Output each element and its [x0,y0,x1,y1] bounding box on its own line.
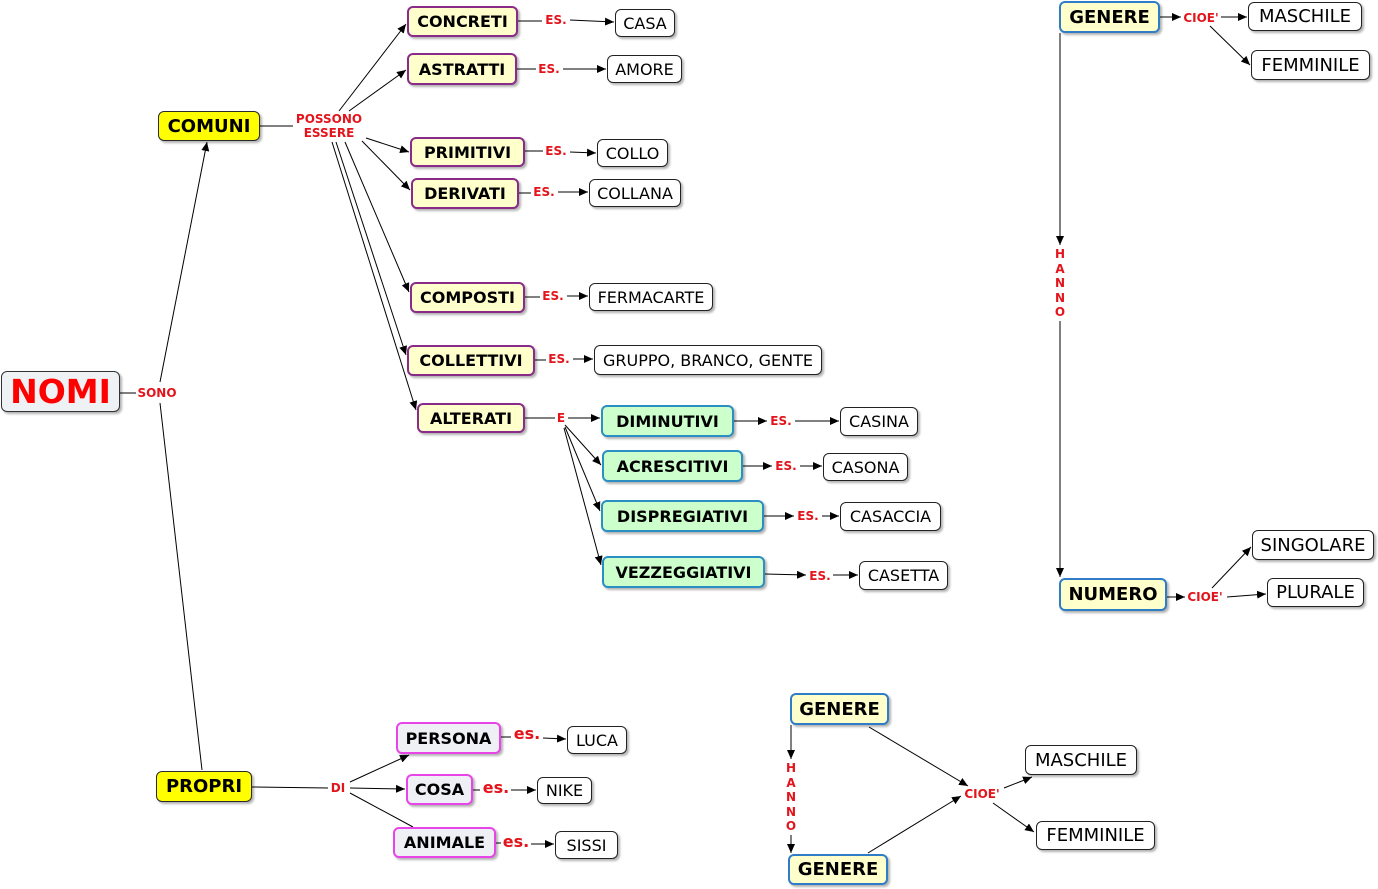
example-gruppo-branco-gente: GRUPPO, BRANCO, GENTE [594,345,822,375]
concept-acrescitivi: ACRESCITIVI [602,450,743,482]
edge-di-persona [349,754,410,783]
link-label-es-lower: es. [513,724,541,743]
edge-possono-concreti [338,23,407,112]
edge-genere-bottom-cioe [867,795,962,854]
example-sissi: SISSI [555,831,618,859]
edge-sono-propri [159,402,203,771]
link-label-es: ES. [545,144,567,158]
concept-propri: PROPRI [156,771,252,802]
example-casona: CASONA [823,453,908,481]
concept-animale: ANIMALE [393,827,496,858]
link-label-es: ES. [797,509,819,523]
link-label-hanno-vertical: HANNO [785,761,797,833]
edge-possono-collettivi [335,141,407,356]
link-label-es: ES. [538,62,560,76]
example-casaccia: CASACCIA [840,502,941,531]
concept-composti: COMPOSTI [410,282,525,313]
link-label-possono-essere: POSSONO ESSERE [296,112,362,140]
link-label-es: ES. [775,459,797,473]
value-maschile: MASCHILE [1248,2,1362,31]
value-maschile-bottom: MASCHILE [1025,745,1137,775]
concept-collettivi: COLLETTIVI [407,345,535,376]
link-label-cioe: CIOE' [1183,11,1219,25]
concept-persona: PERSONA [396,722,501,754]
edge-cioe-femminile-bottom [992,802,1035,833]
example-casa: CASA [615,9,675,37]
concept-genere-bottom: GENERE [788,854,888,885]
link-label-hanno-vertical: HANNO [1054,247,1066,319]
edge-e-vezzeggiativi [563,427,603,566]
edge-propri-di [251,786,329,789]
link-label-es: ES. [542,289,564,303]
edge-e-dispregiativi [564,426,601,512]
example-nike: NIKE [537,777,592,804]
link-label-es: ES. [548,352,570,366]
concept-primitivi: PRIMITIVI [410,137,525,167]
link-label-essere: ESSERE [303,126,355,140]
concept-numero: NUMERO [1059,578,1167,611]
example-luca: LUCA [567,726,627,754]
edge-di-cosa [349,784,406,793]
edge-possono-primitivi [365,137,410,154]
edge-es-luca [542,734,567,743]
value-femminile: FEMMINILE [1251,50,1370,80]
example-collana: COLLANA [589,179,681,207]
concept-vezzeggiativi: VEZZEGGIATIVI [602,556,765,588]
link-label-possono: POSSONO [295,112,363,126]
value-singolare: SINGOLARE [1252,530,1374,560]
concept-comuni: COMUNI [158,111,260,141]
concept-diminutivi: DIMINUTIVI [601,405,734,437]
link-label-sono: SONO [137,386,177,400]
concept-genere: GENERE [1059,1,1160,33]
value-femminile-bottom: FEMMINILE [1036,821,1155,850]
edge-possono-composti [344,141,410,293]
concept-nomi: NOMI [1,371,120,412]
edge-possono-astratti [348,69,407,112]
edge-cioe-singolare [1211,546,1252,589]
example-casina: CASINA [840,407,918,436]
example-collo: COLLO [597,139,668,167]
link-label-es-lower: es. [482,778,510,797]
link-label-cioe: CIOE' [1187,590,1223,604]
example-fermacarte: FERMACARTE [589,283,713,311]
link-label-es-lower: es. [502,832,530,851]
concept-astratti: ASTRATTI [407,53,517,85]
edge-cioe-maschile-bottom [1003,776,1033,789]
concept-genere-top: GENERE [790,693,889,725]
link-label-di: DI [330,781,346,795]
edge-es-collo [569,148,597,157]
edge-genere-top-cioe [868,726,969,787]
edge-sono-comuni [159,141,210,383]
edge-es-casa [569,17,615,26]
edge-di-animale [349,792,414,828]
link-label-cioe: CIOE' [964,787,1000,801]
concept-alterati: ALTERATI [417,403,525,433]
link-label-e: E [556,411,566,425]
concept-dispregiativi: DISPREGIATIVI [601,500,764,532]
concept-concreti: CONCRETI [407,6,518,37]
edge-possono-alterati [331,141,418,411]
edge-vezzeggiativi-es [764,570,807,579]
value-plurale: PLURALE [1267,578,1364,607]
link-label-es: ES. [545,13,567,27]
edge-cioe-femminile [1209,25,1251,66]
edge-possono-derivati [361,140,411,191]
example-amore: AMORE [607,55,682,83]
link-label-es: ES. [809,569,831,583]
link-label-es: ES. [533,185,555,199]
concept-cosa: COSA [406,774,473,805]
concept-derivati: DERIVATI [411,178,519,209]
edge-e-acrescitivi [564,424,602,466]
edge-cioe-plurale [1226,590,1267,599]
link-label-es: ES. [770,414,792,428]
example-casetta: CASETTA [859,561,948,590]
